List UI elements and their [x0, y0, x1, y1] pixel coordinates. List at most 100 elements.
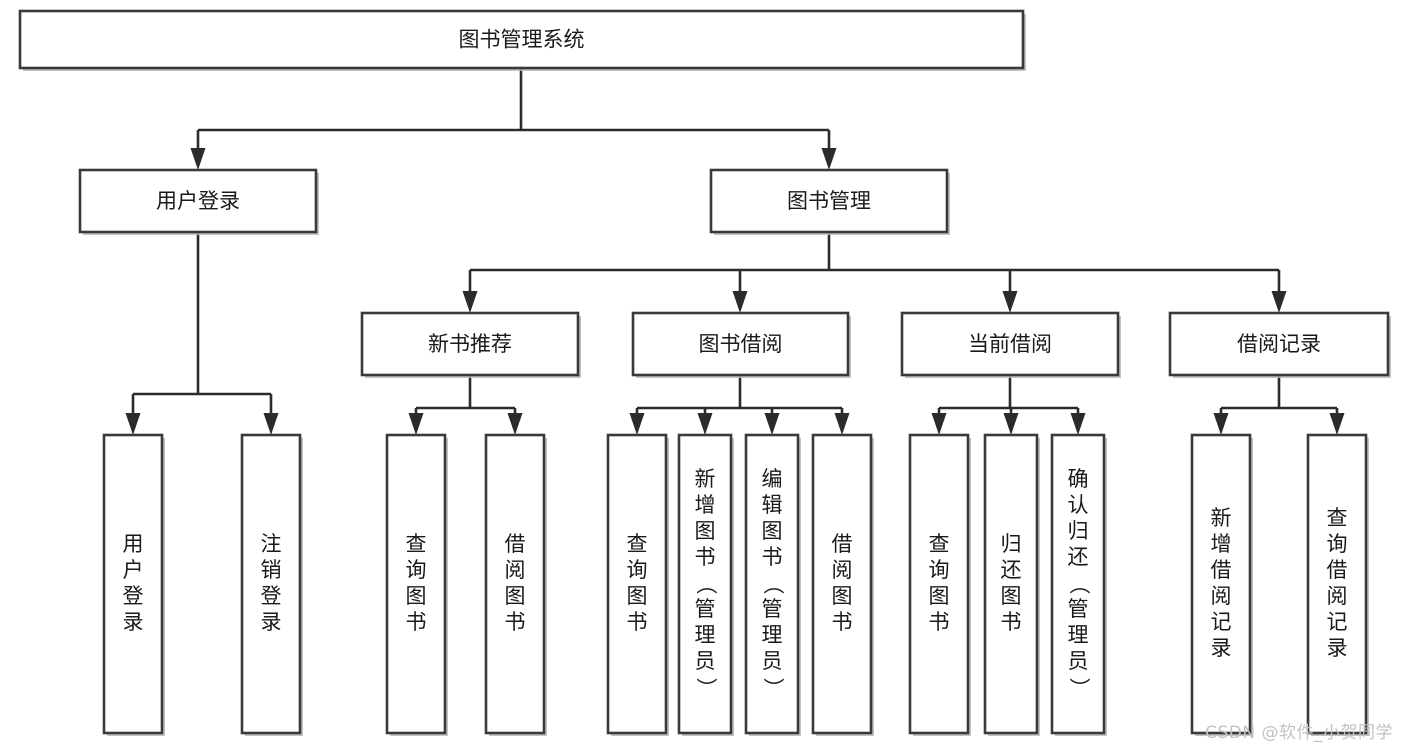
- node-rect[interactable]: [908, 433, 970, 735]
- svg-text:查: 查: [1327, 506, 1348, 530]
- svg-text:图: 图: [406, 584, 427, 608]
- connector-group-root: [190, 68, 837, 170]
- node-rect[interactable]: [1306, 433, 1368, 735]
- svg-text:录: 录: [261, 610, 282, 634]
- svg-text:）: ）: [761, 678, 785, 699]
- node-rect[interactable]: [102, 433, 164, 735]
- node-label: 图书管理: [787, 189, 871, 213]
- arrow-head-icon: [834, 413, 850, 435]
- svg-text:询: 询: [929, 558, 950, 582]
- arrow-head-icon: [1271, 291, 1287, 313]
- node-label: 借阅记录: [1237, 332, 1321, 356]
- svg-text:查: 查: [406, 532, 427, 556]
- node-current-borrow[interactable]: 当前借阅: [900, 311, 1121, 378]
- node-rect[interactable]: [744, 433, 800, 735]
- node-rect[interactable]: [1168, 311, 1390, 377]
- connector-group-current-borrow: [931, 375, 1086, 435]
- node-rect[interactable]: [900, 311, 1120, 377]
- node-rect[interactable]: [18, 9, 1025, 70]
- arrow-head-icon: [821, 148, 837, 170]
- svg-text:录: 录: [123, 610, 144, 634]
- node-user-login[interactable]: 用户登录: [78, 168, 319, 235]
- node-leaf-user-login[interactable]: 用户登录: [102, 433, 165, 736]
- arrow-head-icon: [697, 413, 713, 435]
- svg-text:员: 员: [1068, 649, 1089, 673]
- svg-text:书: 书: [406, 610, 427, 634]
- arrow-head-icon: [1003, 413, 1019, 435]
- svg-text:归: 归: [1001, 532, 1022, 556]
- node-root[interactable]: 图书管理系统: [18, 9, 1026, 71]
- svg-text:书: 书: [505, 610, 526, 634]
- svg-text:书: 书: [627, 610, 648, 634]
- arrow-head-icon: [1213, 413, 1229, 435]
- node-rect[interactable]: [484, 433, 546, 735]
- node-rect[interactable]: [709, 168, 949, 234]
- arrow-head-icon: [125, 413, 141, 435]
- svg-text:（: （: [761, 574, 785, 595]
- node-label: 当前借阅: [968, 332, 1052, 356]
- node-book-management[interactable]: 图书管理: [709, 168, 950, 235]
- svg-text:询: 询: [1327, 532, 1348, 556]
- svg-text:登: 登: [123, 584, 144, 608]
- node-new-book-recommend[interactable]: 新书推荐: [360, 311, 581, 378]
- node-rect[interactable]: [78, 168, 318, 234]
- node-rect[interactable]: [631, 311, 850, 377]
- node-borrow-records[interactable]: 借阅记录: [1168, 311, 1391, 378]
- node-rect[interactable]: [1190, 433, 1252, 735]
- node-rect[interactable]: [385, 433, 447, 735]
- svg-text:记: 记: [1211, 610, 1232, 634]
- node-label: 新书推荐: [428, 332, 512, 356]
- svg-text:阅: 阅: [832, 558, 853, 582]
- nodes-layer: 图书管理系统用户登录图书管理新书推荐图书借阅当前借阅借阅记录用户登录注销登录查询…: [18, 9, 1391, 736]
- svg-text:图: 图: [929, 584, 950, 608]
- svg-text:户: 户: [123, 558, 144, 582]
- node-label: 图书管理系统: [459, 28, 585, 52]
- node-rect[interactable]: [811, 433, 873, 735]
- svg-text:书: 书: [762, 545, 783, 569]
- svg-text:（: （: [1067, 574, 1091, 595]
- node-book-borrow[interactable]: 图书借阅: [631, 311, 851, 378]
- svg-text:图: 图: [505, 584, 526, 608]
- svg-text:管: 管: [1068, 597, 1089, 621]
- node-rect[interactable]: [1050, 433, 1106, 735]
- svg-text:）: ）: [1067, 678, 1091, 699]
- arrow-head-icon: [190, 148, 206, 170]
- node-rect[interactable]: [983, 433, 1039, 735]
- connector-group-book-borrow: [629, 375, 850, 435]
- svg-text:询: 询: [627, 558, 648, 582]
- node-rect[interactable]: [360, 311, 580, 377]
- arrow-head-icon: [1070, 413, 1086, 435]
- svg-text:图: 图: [832, 584, 853, 608]
- node-rect[interactable]: [606, 433, 668, 735]
- svg-text:理: 理: [1068, 623, 1089, 647]
- svg-text:借: 借: [1211, 558, 1232, 582]
- svg-text:理: 理: [762, 623, 783, 647]
- svg-text:管: 管: [695, 597, 716, 621]
- node-rect[interactable]: [677, 433, 733, 735]
- node-rect[interactable]: [240, 433, 302, 735]
- node-label: 用户登录: [156, 189, 240, 213]
- svg-text:认: 认: [1068, 493, 1089, 517]
- svg-text:注: 注: [261, 532, 282, 556]
- svg-text:理: 理: [695, 623, 716, 647]
- svg-text:增: 增: [1211, 532, 1232, 556]
- svg-text:还: 还: [1068, 545, 1089, 569]
